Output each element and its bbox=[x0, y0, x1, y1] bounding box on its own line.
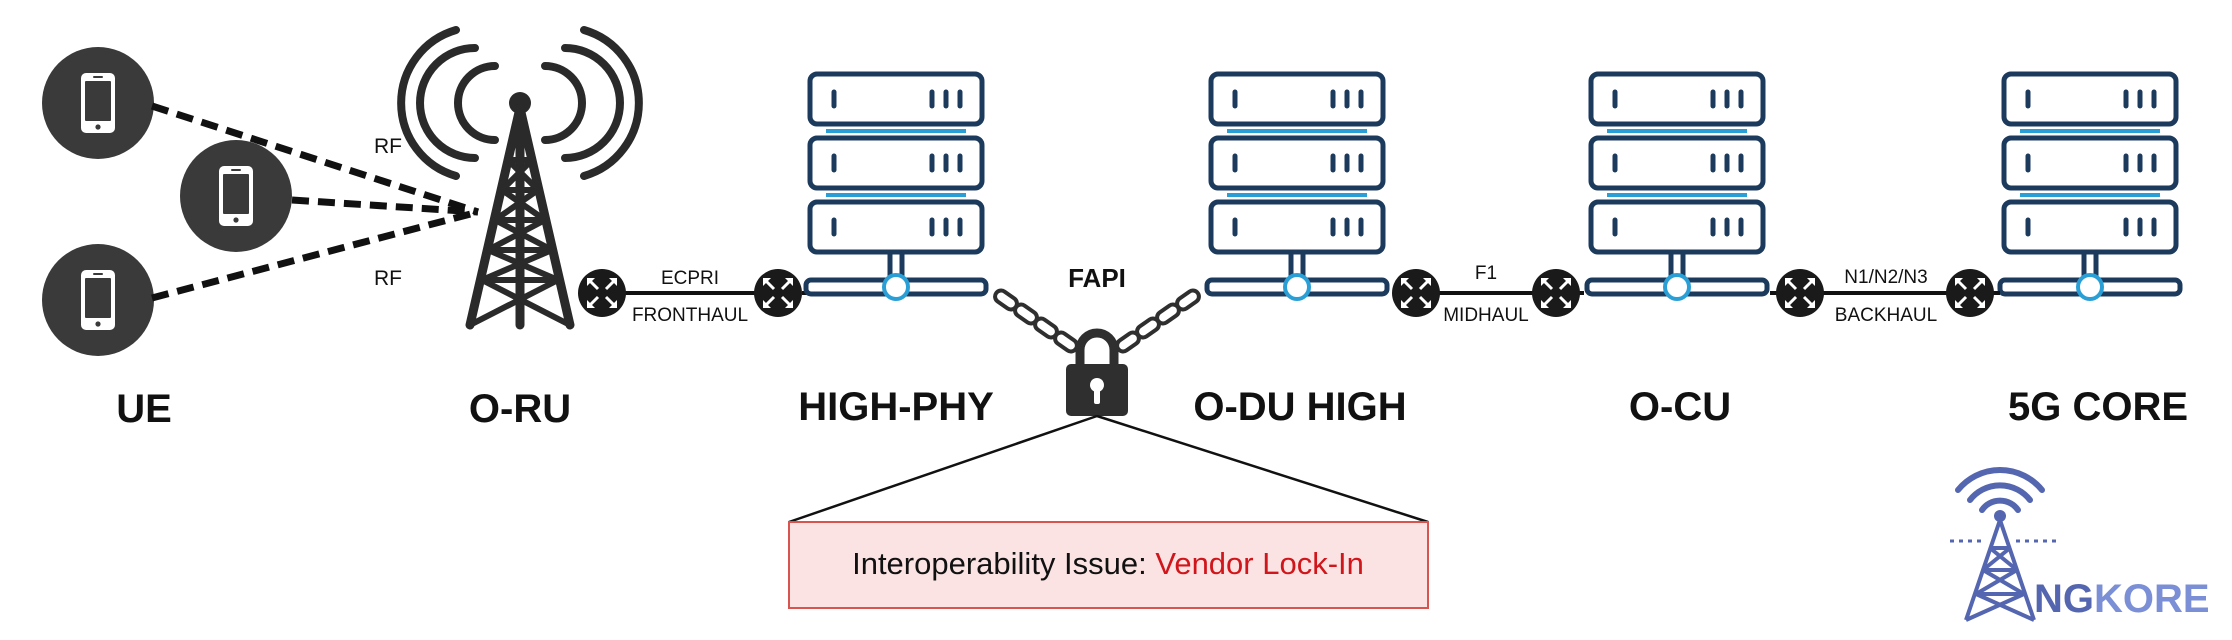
midhaul-bottom-label: MIDHAUL bbox=[1443, 305, 1529, 326]
padlock-icon bbox=[1066, 328, 1128, 416]
server-rack-icon bbox=[1587, 74, 1767, 299]
node-label-oru: O-RU bbox=[469, 387, 571, 431]
smartphone-icon bbox=[42, 47, 154, 159]
logo-text: NGKORE bbox=[2034, 577, 2210, 621]
smartphone-icon bbox=[42, 244, 154, 356]
backhaul-bottom-label: BACKHAUL bbox=[1835, 305, 1937, 326]
server-rack-icon bbox=[2000, 74, 2180, 299]
fronthaul-top-label: ECPRI bbox=[661, 268, 719, 289]
logo-part1: NG bbox=[2034, 577, 2094, 621]
ue-phones bbox=[42, 47, 292, 356]
issue-prefix: Interoperability Issue: bbox=[852, 546, 1155, 581]
rf-label-top: RF bbox=[374, 135, 402, 158]
router-icon bbox=[752, 267, 804, 319]
cell-tower-icon bbox=[397, 26, 643, 330]
node-label-ocu: O-CU bbox=[1629, 385, 1731, 429]
router-icon bbox=[1390, 267, 1442, 319]
node-label-oduhigh: O-DU HIGH bbox=[1193, 385, 1406, 429]
fapi-label: FAPI bbox=[1068, 263, 1126, 293]
rf-links bbox=[150, 102, 480, 302]
rf-label-bottom: RF bbox=[374, 267, 402, 290]
node-label-core: 5G CORE bbox=[2008, 385, 2188, 429]
router-icon bbox=[1774, 267, 1826, 319]
node-label-ue: UE bbox=[116, 387, 172, 431]
callout-lines bbox=[788, 414, 1429, 524]
server-rack-icon bbox=[1207, 74, 1387, 299]
backhaul-top-label: N1/N2/N3 bbox=[1844, 267, 1927, 288]
midhaul-top-label: F1 bbox=[1475, 263, 1497, 284]
chain-icon bbox=[990, 286, 1204, 356]
issue-highlight: Vendor Lock-In bbox=[1155, 546, 1364, 581]
issue-text: Interoperability Issue: Vendor Lock-In bbox=[852, 546, 1364, 581]
issue-box bbox=[788, 521, 1429, 609]
logo-part2: KORE bbox=[2094, 577, 2210, 621]
server-rack-icon bbox=[806, 74, 986, 299]
ngkore-logo-icon: NGKORE bbox=[1950, 466, 2210, 622]
router-icon bbox=[1530, 267, 1582, 319]
smartphone-icon bbox=[180, 140, 292, 252]
node-label-highphy: HIGH-PHY bbox=[798, 385, 994, 429]
router-icon bbox=[1944, 267, 1996, 319]
fronthaul-bottom-label: FRONTHAUL bbox=[632, 305, 748, 326]
router-icon bbox=[576, 267, 628, 319]
